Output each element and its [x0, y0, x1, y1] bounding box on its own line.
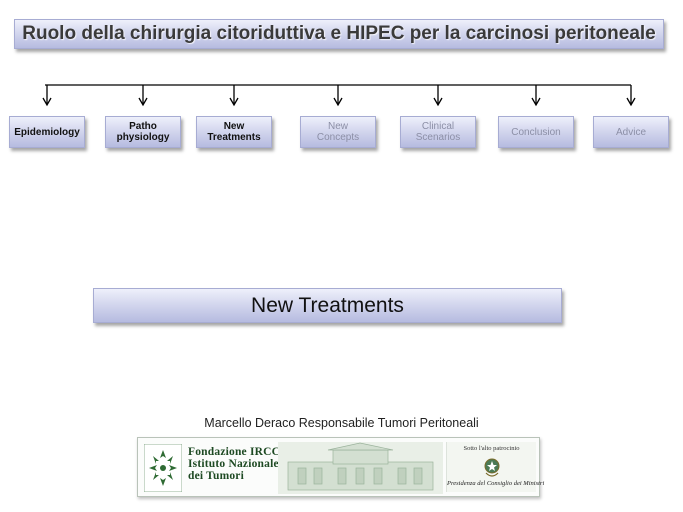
section-node-label: Epidemiology	[14, 127, 80, 138]
arrow-down-icon	[433, 97, 443, 107]
section-node-line2: Treatments	[207, 132, 261, 143]
logo-line-3: dei Tumori	[188, 470, 245, 482]
institute-logo: Fondazione IRCCS Istituto Nazionale dei …	[137, 437, 545, 497]
section-node-line1: Clinical	[421, 121, 455, 132]
section-node-line2: physiology	[116, 132, 170, 143]
logo-line-1: Fondazione IRCCS	[188, 446, 287, 458]
section-node-label: Advice	[616, 127, 646, 138]
institute-emblem-icon	[144, 444, 182, 492]
connector-lines	[42, 84, 636, 107]
section-node[interactable]: Conclusion	[498, 116, 574, 148]
section-node-line2: Scenarios	[415, 132, 461, 143]
arrow-down-icon	[138, 97, 148, 107]
section-node[interactable]: Epidemiology	[9, 116, 85, 148]
arrow-down-icon	[42, 97, 52, 107]
slide-title-text: Ruolo della chirurgia citoriduttiva e HI…	[22, 23, 656, 44]
section-node-line1: New	[327, 121, 348, 132]
section-node-line2: Concepts	[316, 132, 360, 143]
slide-title: Ruolo della chirurgia citoriduttiva e HI…	[14, 19, 664, 49]
patronage-seal: Sotto l'alto patrocinio Presidenza del C…	[446, 442, 545, 492]
logo-line-2: Istituto Nazionale	[188, 458, 279, 470]
section-node-line1: Conclusion	[511, 126, 561, 138]
patronage-bottom-text: Presidenza del Consiglio dei Ministri	[447, 480, 545, 487]
arrow-down-icon	[626, 97, 636, 107]
section-banner-text: New Treatments	[251, 293, 404, 317]
section-node-line1: New	[223, 121, 245, 132]
section-node-label: Conclusion	[511, 127, 560, 138]
section-node-line1: Advice	[615, 126, 646, 138]
arrow-down-icon	[333, 97, 343, 107]
arrow-down-icon	[229, 97, 239, 107]
building-illustration-icon	[278, 442, 443, 494]
patronage-top-text: Sotto l'alto patrocinio	[463, 445, 520, 452]
arrow-down-icon	[531, 97, 541, 107]
section-node-line1: Epidemiology	[14, 126, 80, 138]
section-node-line1: Patho	[129, 121, 157, 132]
section-banner: New Treatments	[93, 288, 562, 323]
author-credit: Marcello Deraco Responsabile Tumori Peri…	[204, 416, 479, 430]
republic-emblem-icon	[484, 458, 500, 477]
section-node[interactable]: Advice	[593, 116, 669, 148]
